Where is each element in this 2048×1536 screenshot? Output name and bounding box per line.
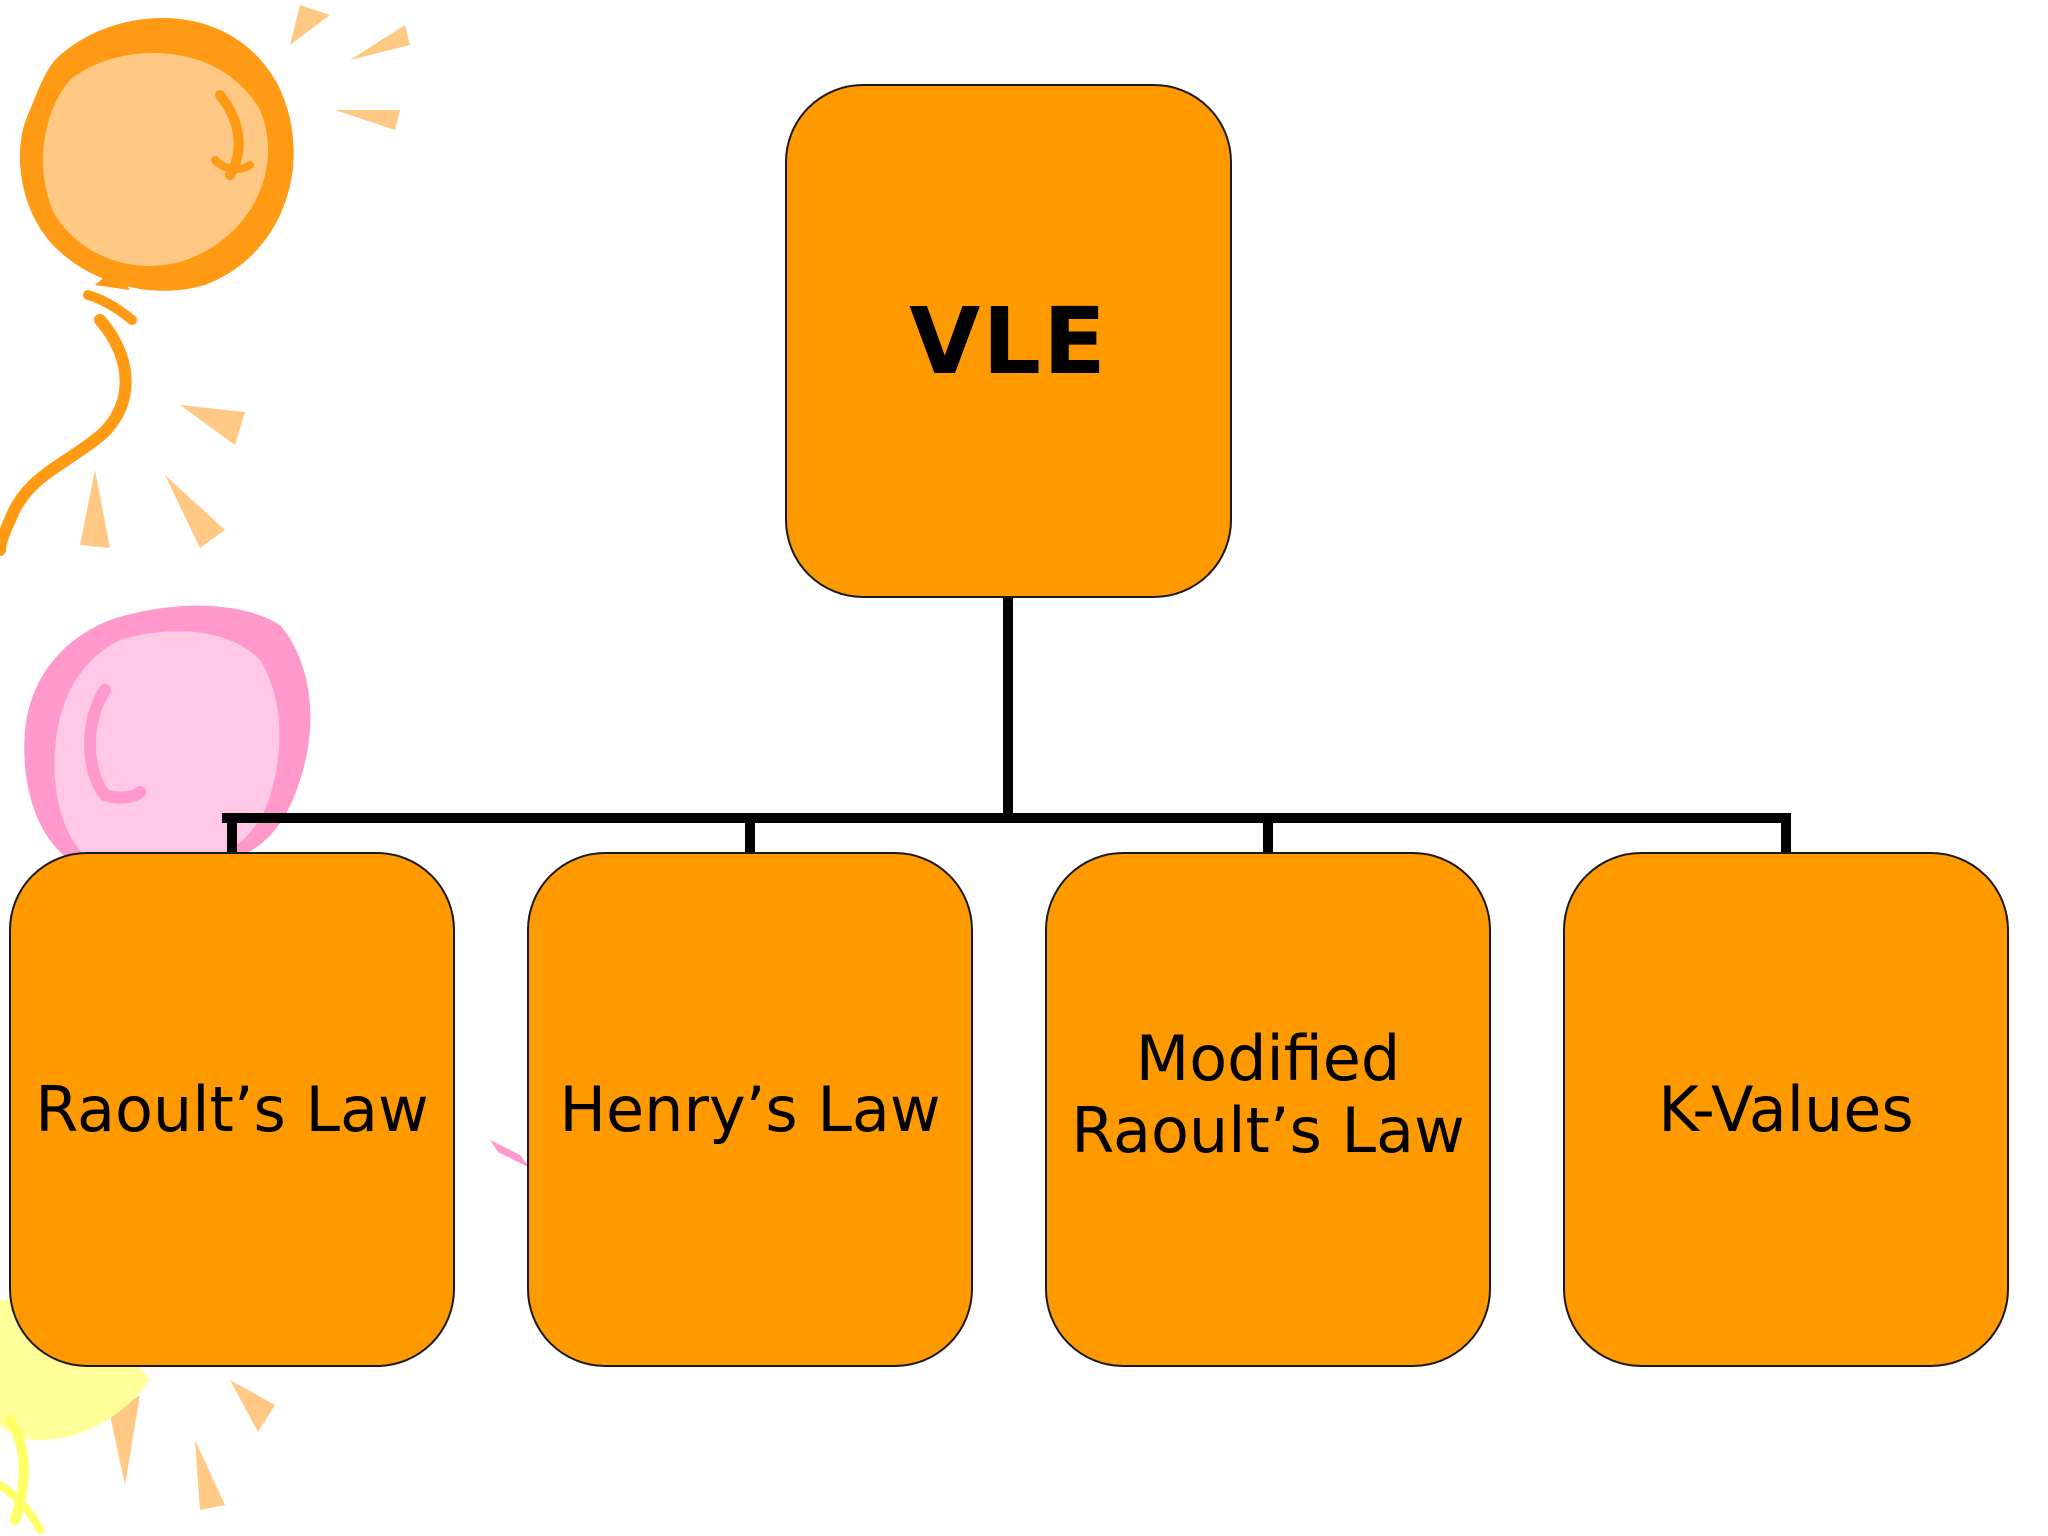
child-node-label: K-Values xyxy=(1658,1072,1914,1146)
child-node-label: Modified Raoult’s Law xyxy=(1071,1021,1465,1167)
child-node-label: Raoult’s Law xyxy=(35,1072,429,1146)
orange-balloon-icon xyxy=(0,17,294,556)
child-node-k-values: K-Values xyxy=(1563,852,2009,1367)
child-node-modified-raoults-law: Modified Raoult’s Law xyxy=(1045,852,1491,1367)
pink-balloon-icon xyxy=(24,605,530,1168)
root-node-vle: VLE xyxy=(785,84,1232,598)
sparkle-rays-icon xyxy=(80,5,410,1510)
child-node-henrys-law: Henry’s Law xyxy=(527,852,973,1367)
child-node-label: Henry’s Law xyxy=(559,1072,941,1146)
root-node-label: VLE xyxy=(909,287,1108,395)
child-node-raoults-law: Raoult’s Law xyxy=(9,852,455,1367)
